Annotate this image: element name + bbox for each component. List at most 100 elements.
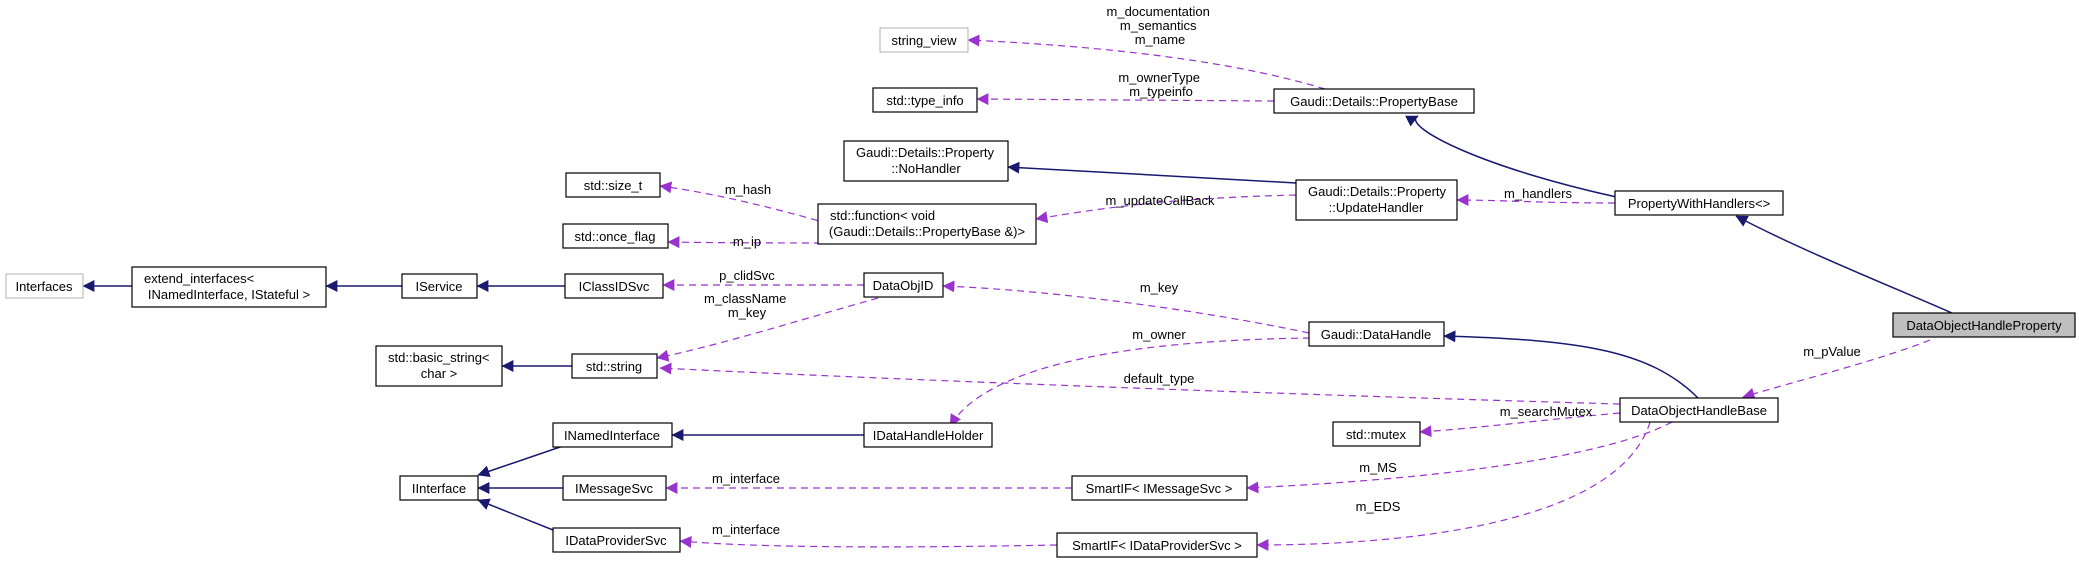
svg-text:::UpdateHandler: ::UpdateHandler (1329, 200, 1424, 215)
edge-dataobjecthandlebase-to-std-string (659, 362, 1621, 405)
svg-text:SmartIF< IDataProviderSvc >: SmartIF< IDataProviderSvc > (1072, 538, 1242, 553)
node-smartif-imessagesvc[interactable]: SmartIF< IMessageSvc > (1071, 475, 1248, 501)
edge-dataobjid-to-size-t (659, 181, 876, 239)
svg-text:IDataProviderSvc: IDataProviderSvc (565, 533, 667, 548)
svg-text:std::function< void: std::function< void (830, 208, 935, 223)
node-std-basic-string[interactable]: std::basic_string< char > (375, 345, 503, 387)
edge-propertybase-to-type-info (976, 93, 1275, 106)
edge-dataobjecthandlebase-to-datahandle (1443, 330, 1699, 399)
edge-idataprovidersvc-to-iinterface (477, 498, 554, 531)
svg-text:IService: IService (416, 279, 463, 294)
node-dataobjid[interactable]: DataObjID (863, 272, 944, 298)
node-std-size-t[interactable]: std::size_t (565, 172, 661, 198)
node-idataprovidersvc[interactable]: IDataProviderSvc (552, 527, 681, 553)
node-dataobjecthandlebase[interactable]: DataObjectHandleBase (1619, 397, 1779, 423)
usage-edges (656, 34, 1931, 551)
label-default-type: default_type (1124, 371, 1195, 386)
edge-dataobjecthandleproperty-to-propertywithhandlers (1735, 215, 1953, 314)
edge-dataobjecthandlebase-to-smartif-dp (1256, 421, 1651, 551)
node-propertywithhandlers[interactable]: PropertyWithHandlers<> (1614, 190, 1784, 216)
edge-datahandle-to-idatahandleholder (949, 337, 1311, 427)
label-m-interface-dp: m_interface (712, 522, 780, 537)
edge-dataobjecthandleproperty-to-dataobjecthandlebase (1742, 339, 1931, 400)
svg-text:DataObjectHandleProperty: DataObjectHandleProperty (1906, 318, 2062, 333)
svg-text:string_view: string_view (891, 33, 957, 48)
svg-text:DataObjectHandleBase: DataObjectHandleBase (1631, 403, 1767, 418)
edge-smartif-dp-to-idataprovidersvc (679, 536, 1058, 548)
svg-text:std::type_info: std::type_info (886, 93, 963, 108)
svg-text:PropertyWithHandlers<>: PropertyWithHandlers<> (1628, 196, 1770, 211)
svg-text:IClassIDSvc: IClassIDSvc (579, 279, 650, 294)
label-m-handlers: m_handlers (1504, 186, 1572, 201)
edge-propertywithhandlers-to-updatehandler (1456, 194, 1616, 207)
svg-text:INamedInterface, IStateful >: INamedInterface, IStateful > (148, 287, 310, 302)
svg-text:DataObjID: DataObjID (873, 278, 934, 293)
node-std-string[interactable]: std::string (571, 353, 658, 379)
label-m-hash: m_hash (725, 182, 771, 197)
node-iclassidsvc[interactable]: IClassIDSvc (564, 273, 664, 299)
edge-dataobjecthandlebase-to-mutex (1419, 412, 1621, 438)
edge-inamedinterface-to-iinterface (477, 444, 567, 478)
svg-text:extend_interfaces<: extend_interfaces< (144, 271, 254, 286)
node-inamedinterface[interactable]: INamedInterface (552, 422, 673, 448)
label-m-owner: m_owner (1132, 327, 1186, 342)
label-p-clidsvc: p_clidSvc (719, 268, 775, 283)
edge-dataobjid-to-std-string (656, 297, 879, 362)
label-m-key: m_key (1140, 280, 1179, 295)
svg-text:SmartIF< IMessageSvc >: SmartIF< IMessageSvc > (1086, 481, 1233, 496)
nodes: Interfaces extend_interfaces< INamedInte… (5, 27, 2076, 558)
svg-text:std::string: std::string (586, 359, 642, 374)
label-m-interface-msg: m_interface (712, 471, 780, 486)
label-m-ownertype: m_ownerType m_typeinfo (1118, 70, 1203, 99)
node-datahandle[interactable]: Gaudi::DataHandle (1308, 321, 1445, 347)
node-dataobjecthandleproperty[interactable]: DataObjectHandleProperty (1892, 312, 2076, 338)
svg-text:IMessageSvc: IMessageSvc (575, 481, 654, 496)
label-m-searchmutex: m_searchMutex (1500, 404, 1593, 419)
node-idatahandleholder[interactable]: IDataHandleHolder (863, 422, 993, 448)
node-interfaces[interactable]: Interfaces (5, 273, 84, 299)
edge-propertywithhandlers-to-propertybase (1405, 115, 1646, 204)
node-std-mutex[interactable]: std::mutex (1332, 421, 1421, 447)
svg-text:INamedInterface: INamedInterface (564, 428, 660, 443)
label-m-updatecallback: m_updateCallBack (1105, 193, 1215, 208)
label-m-documentation: m_documentation m_semantics m_name (1107, 4, 1214, 47)
node-string-view[interactable]: string_view (879, 27, 969, 53)
edge-labels: m_documentation m_semantics m_name m_own… (704, 4, 1861, 537)
svg-text:char >: char > (421, 366, 458, 381)
svg-text:Gaudi::Details::Property: Gaudi::Details::Property (1308, 184, 1447, 199)
node-iservice[interactable]: IService (401, 273, 478, 299)
label-m-classname: m_className m_key (704, 291, 790, 320)
svg-text:Gaudi::Details::Property: Gaudi::Details::Property (856, 145, 995, 160)
edge-propertybase-to-string-view (967, 34, 1326, 90)
label-m-eds: m_EDS (1356, 499, 1401, 514)
node-imessagesvc[interactable]: IMessageSvc (562, 475, 667, 501)
svg-text:std::mutex: std::mutex (1346, 427, 1406, 442)
node-std-once-flag[interactable]: std::once_flag (562, 223, 669, 249)
edge-datahandle-to-dataobjid (942, 280, 1310, 334)
inheritance-edges (82, 115, 1953, 531)
svg-text:Gaudi::Details::PropertyBase: Gaudi::Details::PropertyBase (1290, 94, 1458, 109)
edge-dataobjecthandlebase-to-smartif-msg (1246, 421, 1673, 494)
node-std-type-info[interactable]: std::type_info (872, 87, 978, 113)
svg-text:std::basic_string<: std::basic_string< (388, 350, 490, 365)
node-smartif-idataprovidersvc[interactable]: SmartIF< IDataProviderSvc > (1056, 532, 1258, 558)
label-m-pvalue: m_pValue (1803, 344, 1861, 359)
svg-text:Interfaces: Interfaces (15, 279, 73, 294)
node-updatehandler[interactable]: Gaudi::Details::Property ::UpdateHandler (1295, 179, 1458, 221)
node-nohandler[interactable]: Gaudi::Details::Property ::NoHandler (843, 140, 1009, 182)
node-iinterface[interactable]: IInterface (399, 475, 479, 501)
edge-updatehandler-to-std-function (1035, 194, 1297, 224)
label-m-ms: m_MS (1359, 460, 1397, 475)
node-extend-interfaces[interactable]: extend_interfaces< INamedInterface, ISta… (131, 266, 327, 308)
label-m-ip: m_ip (733, 234, 761, 249)
edge-updatehandler-to-nohandler (1007, 161, 1297, 184)
svg-text:::NoHandler: ::NoHandler (891, 161, 961, 176)
svg-text:IInterface: IInterface (412, 481, 466, 496)
svg-text:std::size_t: std::size_t (584, 178, 643, 193)
svg-text:IDataHandleHolder: IDataHandleHolder (873, 428, 984, 443)
node-std-function[interactable]: std::function< void (Gaudi::Details::Pro… (817, 203, 1037, 245)
svg-text:Gaudi::DataHandle: Gaudi::DataHandle (1321, 327, 1432, 342)
node-propertybase[interactable]: Gaudi::Details::PropertyBase (1273, 88, 1475, 114)
svg-text:(Gaudi::Details::PropertyBase: (Gaudi::Details::PropertyBase &)> (829, 224, 1025, 239)
